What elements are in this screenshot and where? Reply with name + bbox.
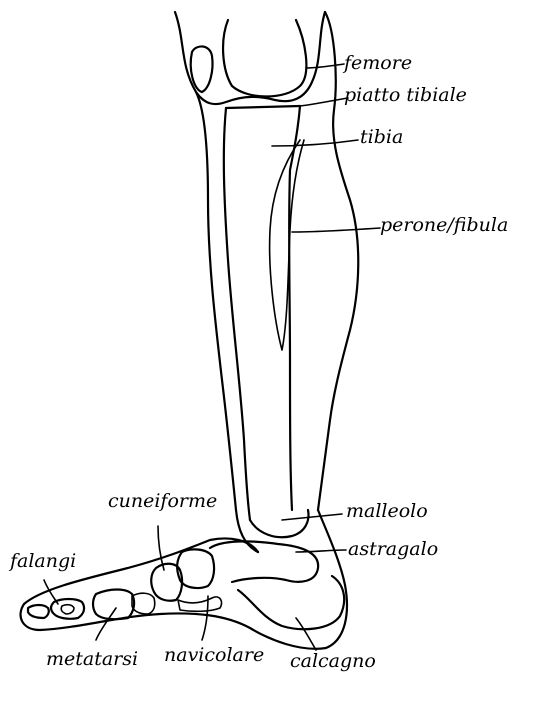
metatarsal-2 <box>132 593 155 614</box>
tibia-shaft-left <box>224 108 250 520</box>
leader-malleolo <box>282 514 342 520</box>
label-piatto-tibiale: piatto tibiale <box>344 86 467 105</box>
label-astragalo: astragalo <box>348 540 438 559</box>
leader-metatarsi <box>96 608 116 640</box>
label-falangi: falangi <box>10 552 76 571</box>
patella <box>191 46 213 92</box>
label-cuneiforme: cuneiforme <box>108 492 217 511</box>
label-calcagno: calcagno <box>290 652 376 671</box>
leader-navicolare <box>202 596 208 640</box>
leader-tibia <box>272 140 358 146</box>
metatarsal-1 <box>93 590 134 620</box>
tibial-plateau <box>226 106 300 108</box>
malleolus <box>250 510 308 537</box>
label-metatarsi: metatarsi <box>46 650 138 669</box>
leader-piatto-tibiale <box>300 98 348 106</box>
label-femore: femore <box>344 54 412 73</box>
leader-femore <box>306 64 344 68</box>
leader-calcagno <box>296 618 316 650</box>
phalanx-distal <box>28 605 49 618</box>
fibula-bone <box>270 140 304 350</box>
cuboid <box>178 597 222 611</box>
leader-perone <box>292 228 380 232</box>
calcaneus <box>238 576 344 629</box>
phalanx-mid <box>61 605 74 614</box>
talus <box>210 541 318 582</box>
tibia-outer-contour <box>196 92 258 552</box>
label-perone-fibula: perone/fibula <box>380 216 508 235</box>
label-malleolo: malleolo <box>346 502 428 521</box>
label-tibia: tibia <box>360 128 403 147</box>
label-navicolare: navicolare <box>164 646 264 665</box>
tibia-shaft-right <box>289 106 300 510</box>
femur-condyle <box>223 20 306 97</box>
